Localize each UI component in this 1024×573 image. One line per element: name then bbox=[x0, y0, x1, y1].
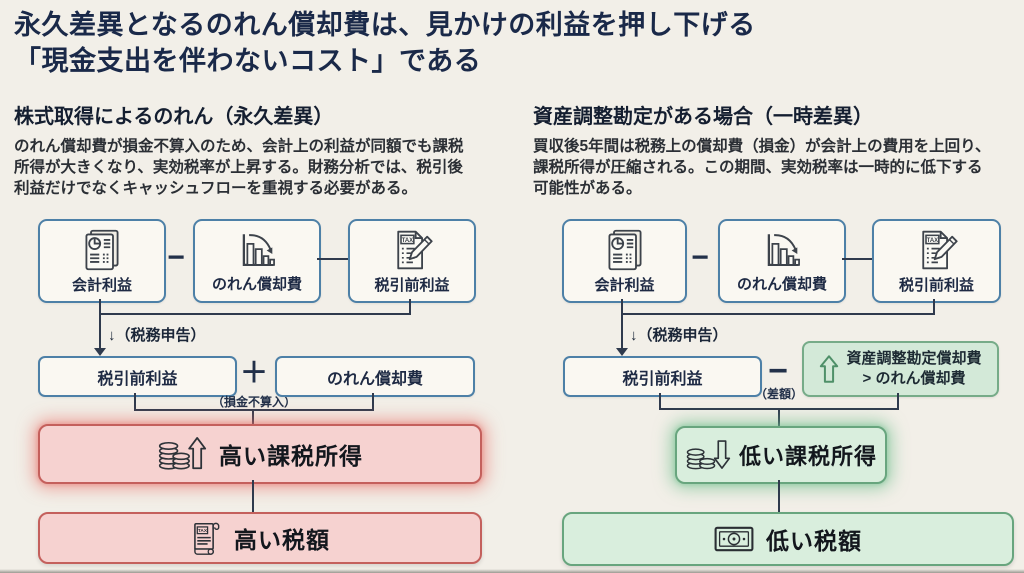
box-label: 会計利益 bbox=[71, 276, 132, 294]
result-label: 高い課税所得 bbox=[219, 443, 363, 469]
plus-operator: ＋ bbox=[239, 357, 269, 388]
left-goodwill-addback-box: のれん償却費 bbox=[275, 356, 475, 397]
left-accounting-profit-box: 会計利益 bbox=[38, 219, 166, 303]
declining-chart-icon bbox=[234, 229, 280, 271]
connector-line bbox=[621, 299, 623, 313]
right-section-heading: 資産調整勘定がある場合（一時差異） bbox=[533, 106, 873, 128]
low-taxable-income-box: 低い課税所得 bbox=[675, 426, 887, 484]
left-section-heading: 株式取得によるのれん（永久差異） bbox=[14, 106, 334, 128]
connector-line bbox=[621, 313, 623, 349]
connector-line bbox=[99, 313, 101, 349]
adjustment-line2: > のれん償却費 bbox=[862, 370, 966, 387]
right-pretax-profit-box: 税引前利益 bbox=[872, 219, 1001, 303]
connector-line bbox=[897, 393, 899, 410]
minus-operator: − bbox=[691, 241, 709, 274]
up-arrow-icon bbox=[819, 354, 839, 384]
connector-line bbox=[252, 409, 254, 424]
tax-filing-label: ↓（税務申告） bbox=[630, 327, 728, 344]
declining-chart-icon bbox=[759, 229, 805, 271]
result-label: 低い課税所得 bbox=[738, 444, 877, 469]
minus-operator: − bbox=[768, 352, 788, 390]
connector-line bbox=[842, 258, 872, 260]
right-pretax-profit-result-box: 税引前利益 bbox=[563, 356, 762, 397]
box-label: のれん償却費 bbox=[326, 370, 423, 388]
connector-line bbox=[778, 408, 780, 426]
connector-line bbox=[778, 480, 780, 512]
result-label: 低い税額 bbox=[766, 528, 862, 554]
connector-line bbox=[621, 313, 935, 315]
connector-line bbox=[372, 393, 374, 411]
connector-line bbox=[252, 480, 254, 512]
page-title-line2: 「現金支出を伴わないコスト」である bbox=[14, 45, 482, 76]
down-arrowhead bbox=[616, 348, 628, 356]
tax-scroll-icon bbox=[190, 519, 222, 557]
box-label: 税引前利益 bbox=[622, 370, 703, 388]
right-goodwill-amortization-box: のれん償却費 bbox=[718, 219, 846, 303]
tax-filing-label: ↓（税務申告） bbox=[108, 327, 206, 344]
box-label: 税引前利益 bbox=[374, 276, 450, 294]
page-title: 永久差異となるのれん償却費は、見かけの利益を押し下げる 「現金支出を伴わないコス… bbox=[14, 8, 756, 80]
left-pretax-profit-box: 税引前利益 bbox=[348, 219, 476, 303]
right-section-description: 買収後5年間は税務上の償却費（損金）が会計上の費用を上回り、 課税所得が圧縮され… bbox=[533, 138, 991, 198]
adjustment-line1: 資産調整勘定償却費 bbox=[846, 350, 982, 368]
connector-line bbox=[933, 299, 935, 313]
tax-document-icon bbox=[390, 228, 434, 272]
connector-line bbox=[659, 393, 661, 410]
connector-line bbox=[99, 313, 411, 315]
box-label: のれん償却費 bbox=[736, 275, 827, 293]
box-label: 税引前利益 bbox=[97, 370, 178, 388]
adjustment-account-box: 資産調整勘定償却費 > のれん償却費 bbox=[802, 341, 999, 397]
report-icon bbox=[80, 228, 124, 272]
high-taxable-income-box: 高い課税所得 bbox=[38, 424, 482, 484]
connector-line bbox=[409, 299, 411, 313]
banknote-icon bbox=[714, 526, 754, 552]
left-pretax-profit-result-box: 税引前利益 bbox=[38, 356, 237, 397]
minus-operator: − bbox=[167, 241, 185, 274]
result-label: 高い税額 bbox=[234, 527, 330, 553]
high-tax-amount-box: 高い税額 bbox=[38, 512, 482, 564]
difference-note: （差額） bbox=[754, 387, 804, 401]
tax-document-icon bbox=[915, 228, 959, 272]
low-tax-amount-box: 低い税額 bbox=[562, 512, 1014, 566]
box-label: 資産調整勘定償却費 > のれん償却費 bbox=[846, 349, 981, 389]
connector-line bbox=[99, 299, 101, 313]
box-label: 税引前利益 bbox=[898, 276, 974, 294]
down-arrowhead bbox=[94, 348, 106, 356]
box-label: 会計利益 bbox=[594, 276, 655, 294]
left-goodwill-amortization-box: のれん償却費 bbox=[193, 219, 321, 303]
connector-line bbox=[317, 258, 348, 260]
coins-up-icon bbox=[157, 434, 207, 474]
left-section-description: のれん償却費が損金不算入のため、会計上の利益が同額でも課税 所得が大きくなり、実… bbox=[14, 138, 464, 198]
report-icon bbox=[603, 228, 647, 272]
right-accounting-profit-box: 会計利益 bbox=[562, 219, 687, 303]
non-deductible-note: （損金不算入） bbox=[211, 395, 297, 409]
bottom-edge bbox=[0, 569, 1024, 573]
connector-line bbox=[134, 409, 374, 411]
box-label: のれん償却費 bbox=[211, 275, 302, 293]
page-title-line1: 永久差異となるのれん償却費は、見かけの利益を押し下げる bbox=[14, 10, 756, 40]
connector-line bbox=[134, 393, 136, 411]
coins-down-icon bbox=[685, 436, 731, 474]
